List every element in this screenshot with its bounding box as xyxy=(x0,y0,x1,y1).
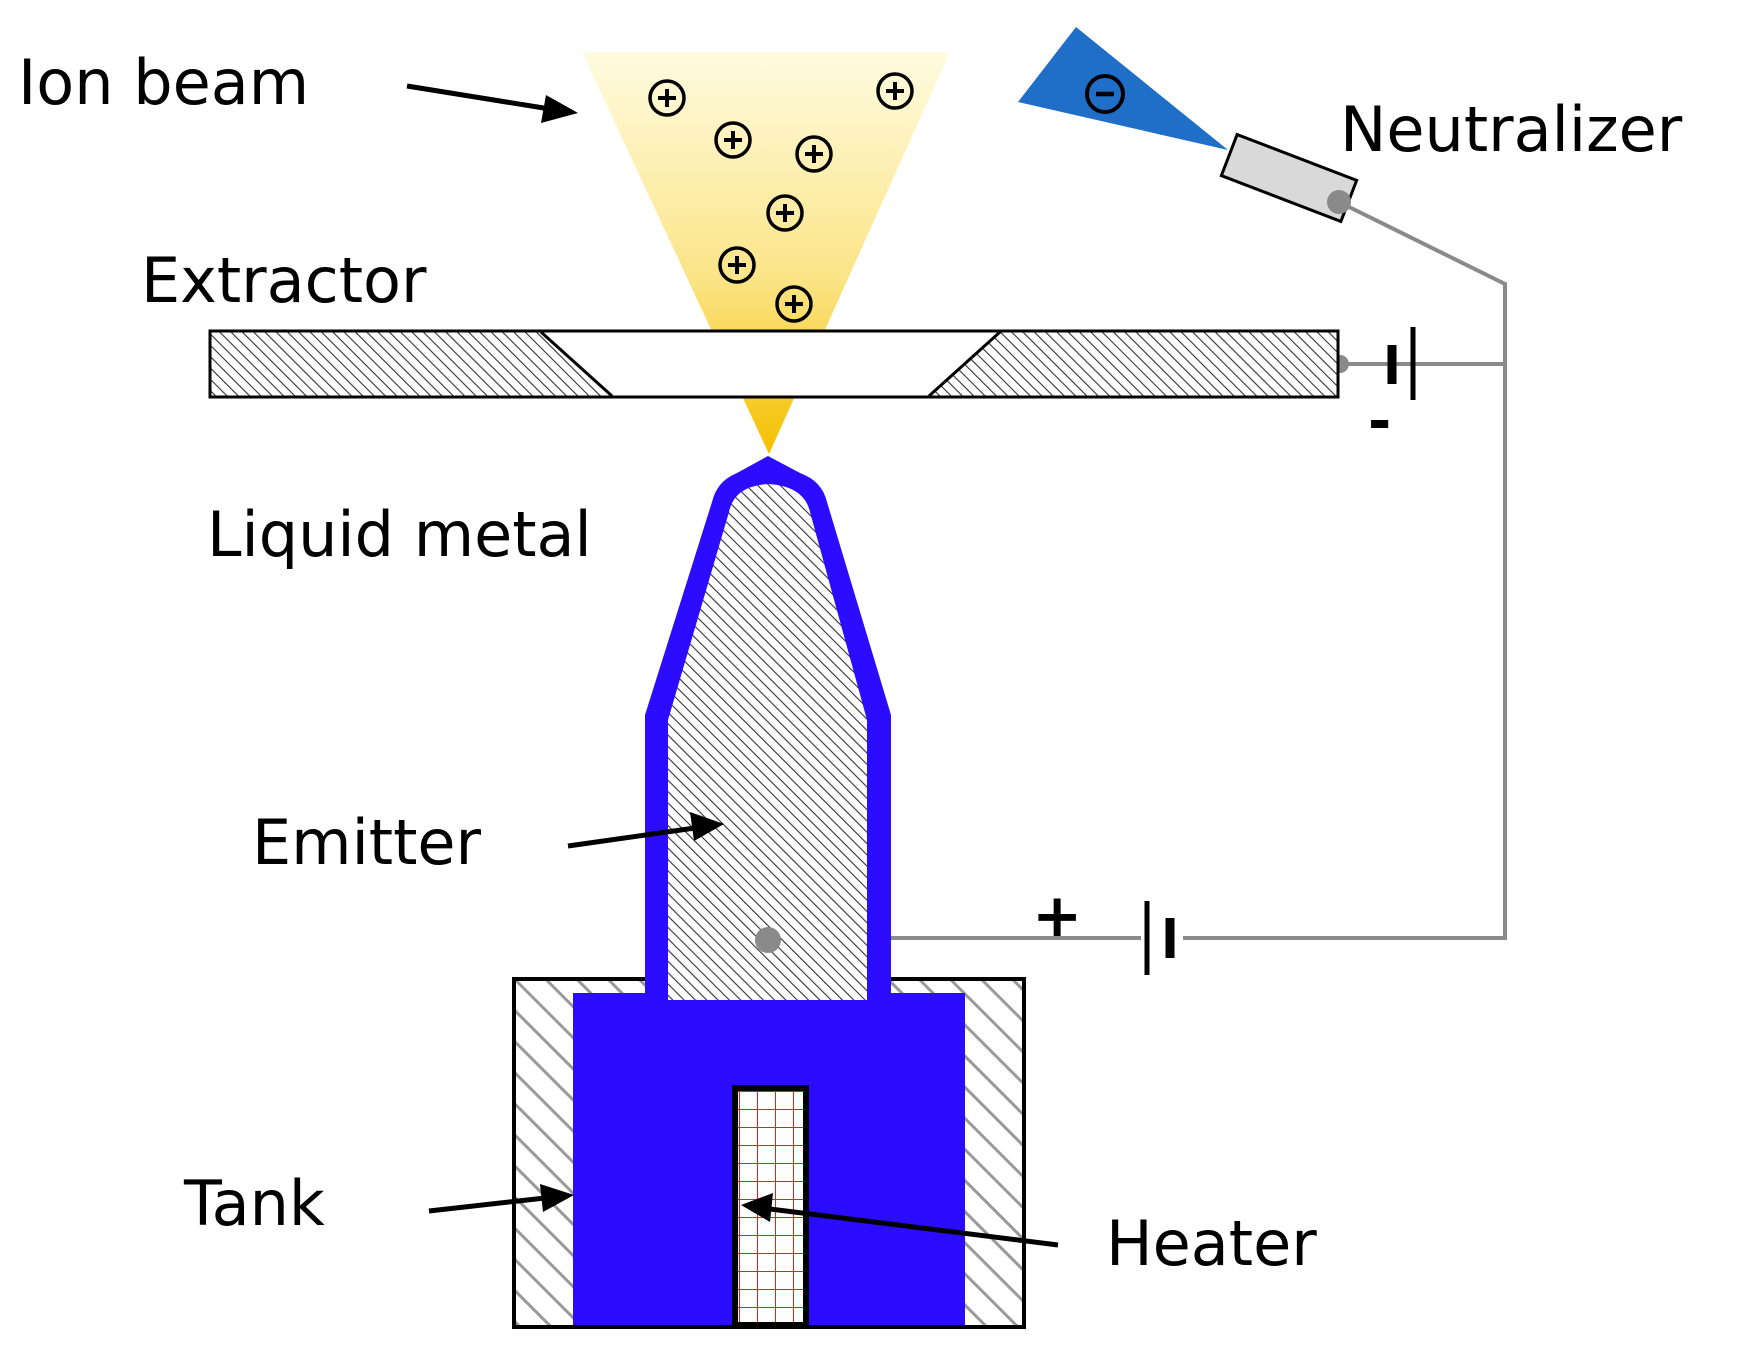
positive-ion-icon xyxy=(876,72,914,110)
liquid-metal-label: Liquid metal xyxy=(207,498,592,571)
ion-beam-label: Ion beam xyxy=(18,46,309,119)
positive-ion-icon xyxy=(718,246,756,284)
emitter-needle xyxy=(668,484,867,1000)
positive-ion-icon xyxy=(795,135,833,173)
emitter-label: Emitter xyxy=(252,806,482,879)
positive-ion-icon xyxy=(714,121,752,159)
positive-ion-icon xyxy=(766,194,804,232)
emitter-battery-icon xyxy=(1144,901,1175,975)
emitter-polarity-sign: + xyxy=(1032,881,1082,951)
extractor-battery-icon xyxy=(1387,327,1416,400)
extractor-plate xyxy=(208,329,1340,399)
tank-label: Tank xyxy=(183,1167,325,1240)
positive-ion-icon xyxy=(775,285,813,323)
extractor-label: Extractor xyxy=(141,244,427,317)
ion-beam-cone xyxy=(582,52,950,454)
pointer-arrows xyxy=(406,83,1059,1248)
positive-ions xyxy=(648,72,914,323)
neutralizer-terminal xyxy=(1327,190,1351,214)
heater-label: Heater xyxy=(1106,1207,1317,1280)
electron-icon xyxy=(1085,74,1125,114)
emitter-terminal xyxy=(755,927,781,953)
neutralizer-label: Neutralizer xyxy=(1340,93,1683,166)
extractor-polarity-sign: - xyxy=(1368,389,1391,454)
positive-ion-icon xyxy=(648,79,686,117)
